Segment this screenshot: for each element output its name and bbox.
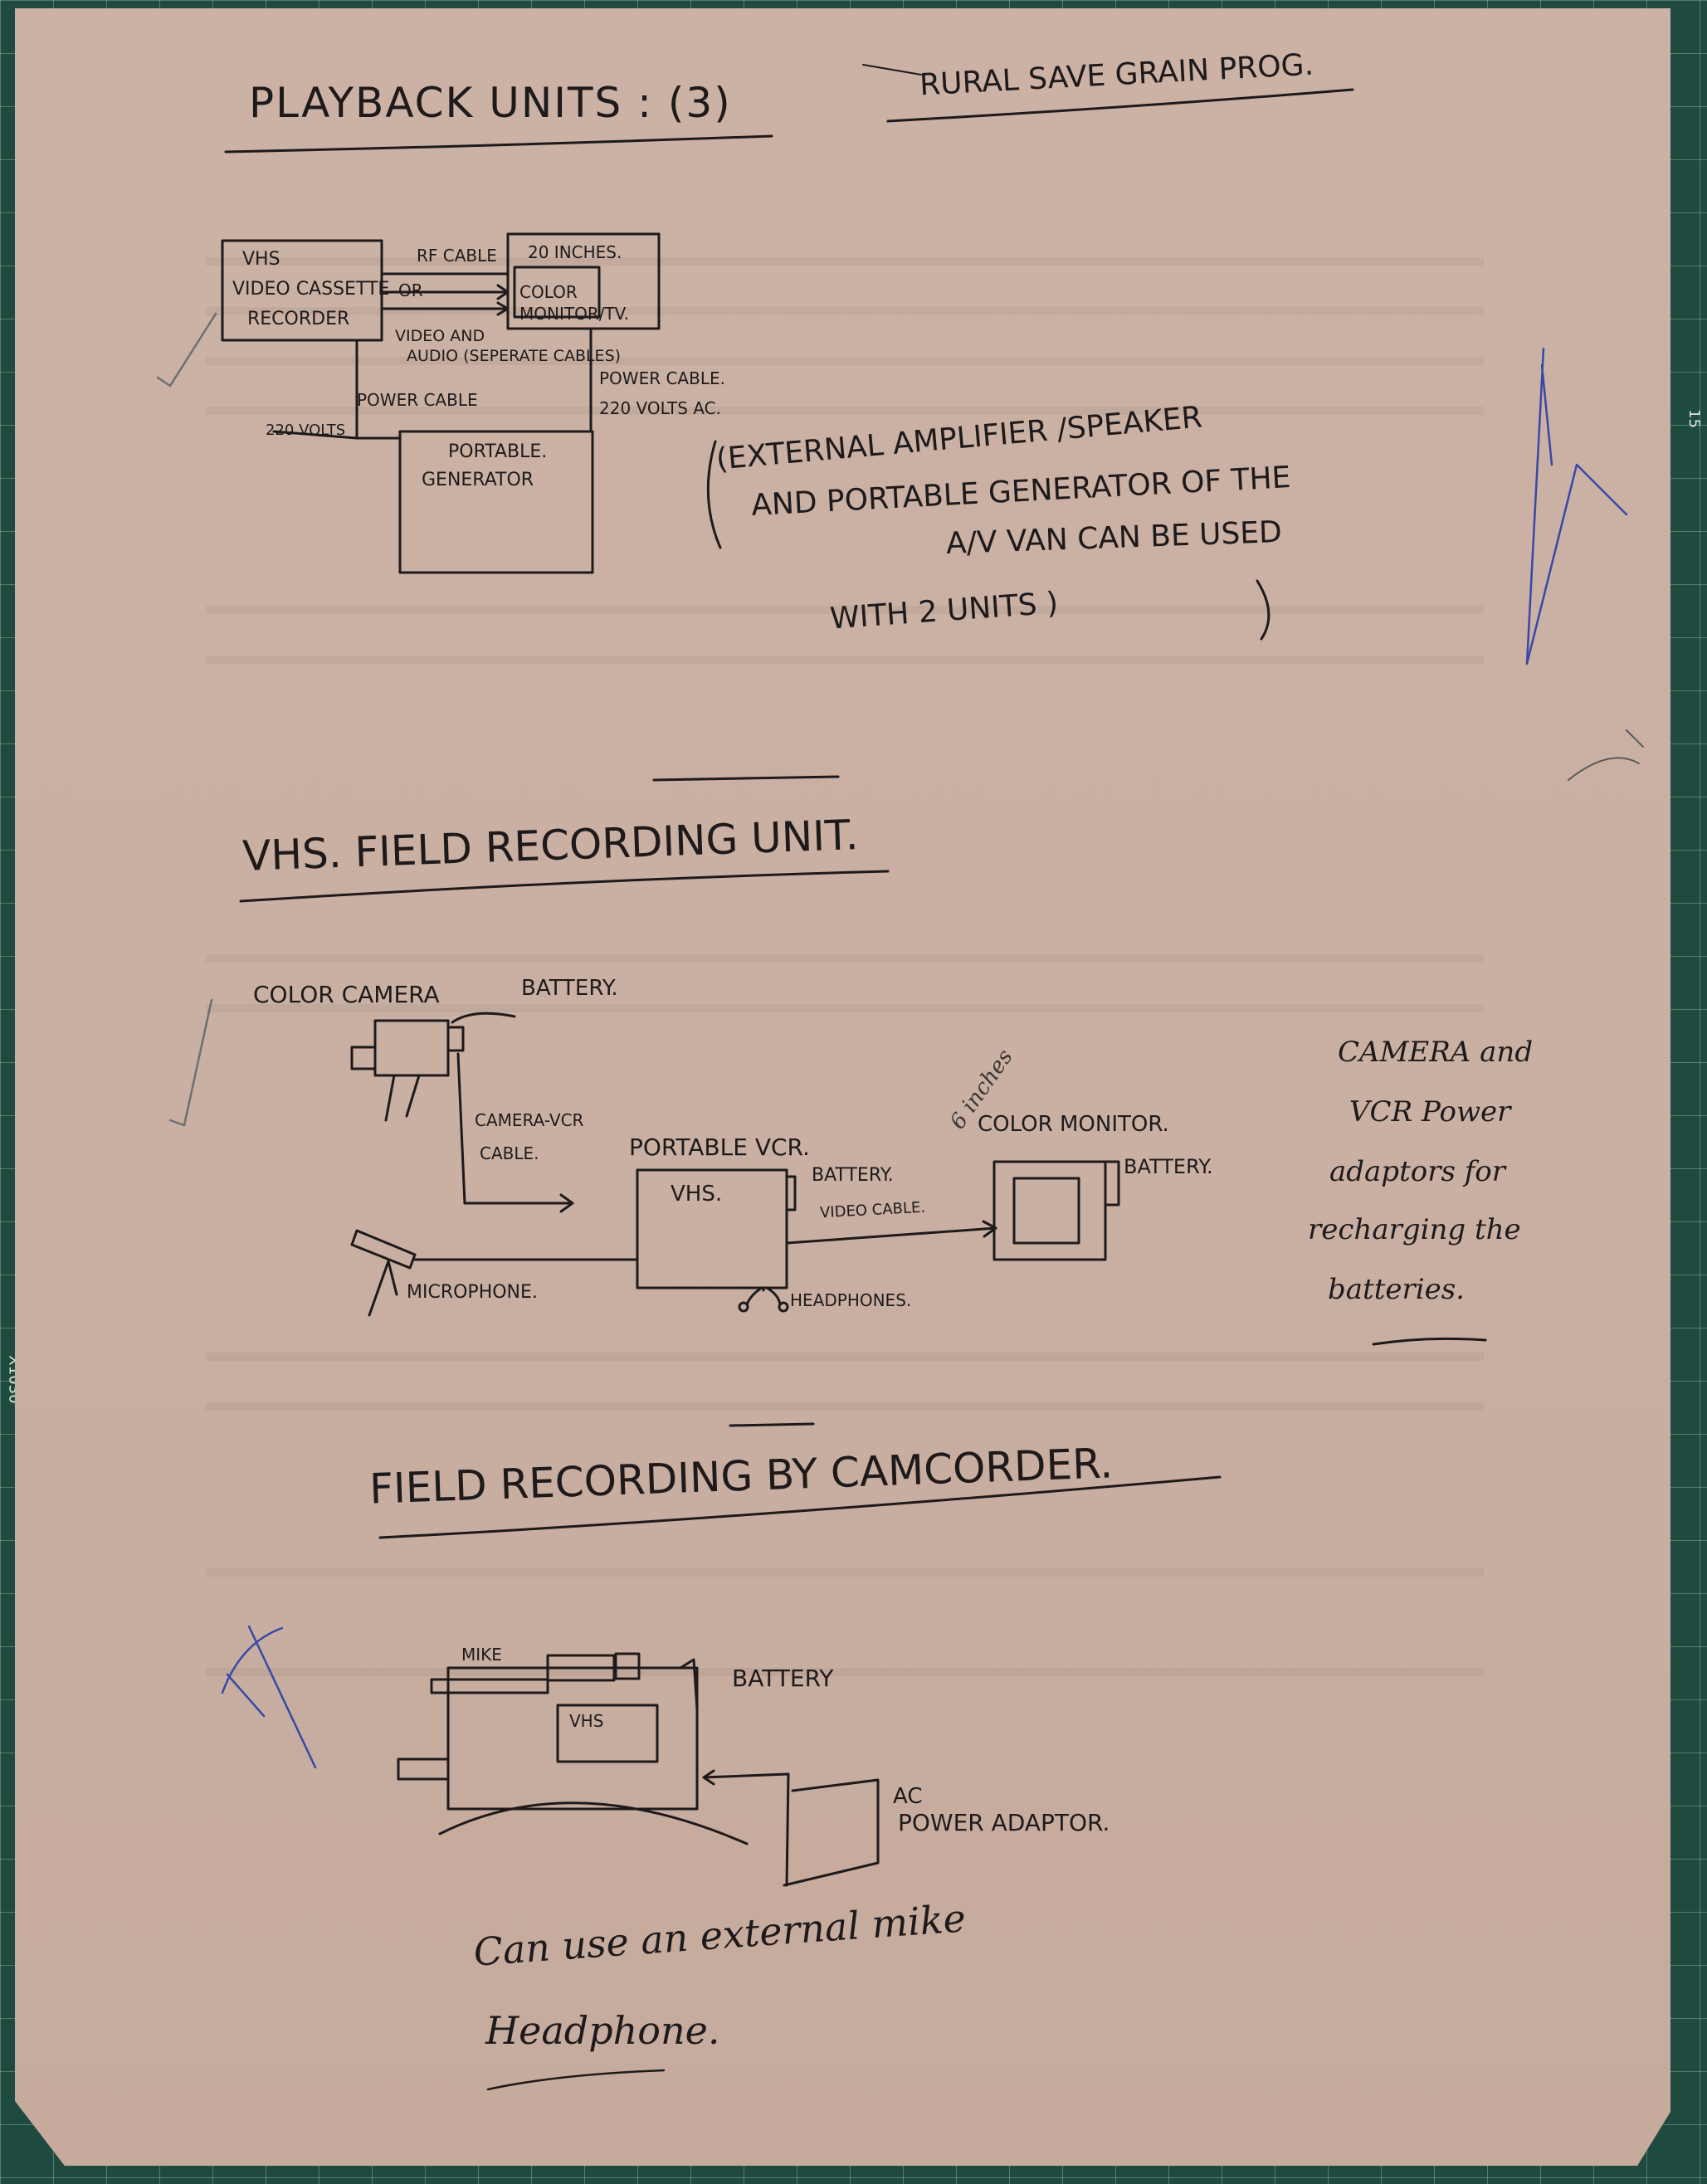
show-through-line	[206, 1668, 1484, 1676]
camcorder-handle	[438, 1801, 749, 1845]
headphones-label: HEADPHONES.	[790, 1290, 912, 1310]
tv-box	[506, 232, 661, 330]
program-underline	[886, 88, 1354, 123]
camcorder-note-line2: Headphone.	[485, 2008, 720, 2053]
tv-size-label: 20 INCHES.	[528, 242, 622, 262]
show-through-line	[206, 954, 1484, 963]
camcorder-battery-label: BATTERY	[732, 1665, 834, 1692]
show-through-line	[206, 1568, 1484, 1577]
microphone-shape	[350, 1229, 417, 1270]
vcr-box	[221, 239, 383, 342]
camera-label: COLOR CAMERA	[253, 981, 440, 1008]
vcr-label-line1: VHS	[242, 249, 280, 270]
title-underline	[224, 134, 773, 154]
show-through-line	[206, 1353, 1484, 1361]
show-through-line	[206, 407, 1484, 415]
or-label: OR	[398, 280, 423, 300]
field-note-line1: CAMERA and	[1338, 1036, 1534, 1069]
field-note-line3: adaptors for	[1329, 1155, 1506, 1188]
portable-vcr-label: PORTABLE VCR.	[629, 1133, 810, 1161]
camera-battery-cable	[451, 1012, 516, 1024]
adaptor-label-line2: POWER ADAPTOR.	[898, 1809, 1110, 1836]
vcr-box-label: VHS.	[671, 1182, 723, 1207]
header-title: PLAYBACK UNITS : (3)	[249, 79, 732, 127]
camcorder-body	[446, 1666, 699, 1811]
show-through-line	[206, 257, 1484, 266]
show-through-line	[206, 656, 1484, 664]
portable-vcr-box	[636, 1168, 788, 1289]
vcr-battery-label: BATTERY.	[812, 1165, 894, 1186]
show-through-line	[206, 1402, 1484, 1411]
mike-label: MIKE	[461, 1645, 502, 1665]
adaptor-box	[783, 1778, 880, 1887]
power-cable-left-label: POWER CABLE	[357, 390, 478, 410]
camera-battery-label: BATTERY.	[521, 976, 618, 1001]
field-note-line5: batteries.	[1328, 1273, 1465, 1306]
power-cable-right-line2: 220 VOLTS AC.	[599, 398, 721, 418]
show-through-line	[206, 307, 1484, 315]
vcr-label-line2: VIDEO CASSETTE	[232, 279, 390, 300]
show-through-line	[206, 606, 1484, 614]
tv-label-line2: MONITOR/TV.	[519, 304, 630, 324]
volts-left-label: 220 VOLTS	[266, 422, 346, 439]
monitor-box	[992, 1160, 1107, 1261]
adaptor-label-line1: AC	[893, 1784, 923, 1809]
field-note-line4: recharging the	[1308, 1213, 1521, 1246]
show-through-line	[206, 357, 1484, 365]
camera-vcr-cable-line2: CABLE.	[480, 1143, 539, 1163]
rf-cable-label: RF CABLE	[417, 246, 497, 266]
vcr-label-line3: RECORDER	[247, 309, 350, 329]
generator-box	[398, 430, 594, 574]
camera-vcr-cable-line1: CAMERA-VCR	[475, 1110, 584, 1130]
monitor-battery-label: BATTERY.	[1124, 1155, 1213, 1178]
tv-label-line1: COLOR	[519, 282, 578, 302]
camcorder-vhs-label: VHS	[569, 1711, 604, 1731]
show-through-line	[206, 1004, 1484, 1012]
camera-box	[373, 1019, 450, 1077]
power-cable-left	[355, 339, 402, 440]
paper-sheet	[15, 8, 1670, 2166]
generator-label-line1: PORTABLE.	[448, 441, 548, 462]
generator-label-line2: GENERATOR	[422, 470, 534, 490]
av-cables-line2: AUDIO (SEPERATE CABLES)	[407, 347, 622, 365]
power-cable-right-line1: POWER CABLE.	[599, 368, 725, 388]
field-note-line2: VCR Power	[1349, 1095, 1511, 1129]
field-overline	[652, 775, 840, 782]
av-cables-line1: VIDEO AND	[395, 327, 485, 345]
monitor-label: COLOR MONITOR.	[978, 1112, 1169, 1137]
microphone-label: MICROPHONE.	[407, 1282, 538, 1303]
